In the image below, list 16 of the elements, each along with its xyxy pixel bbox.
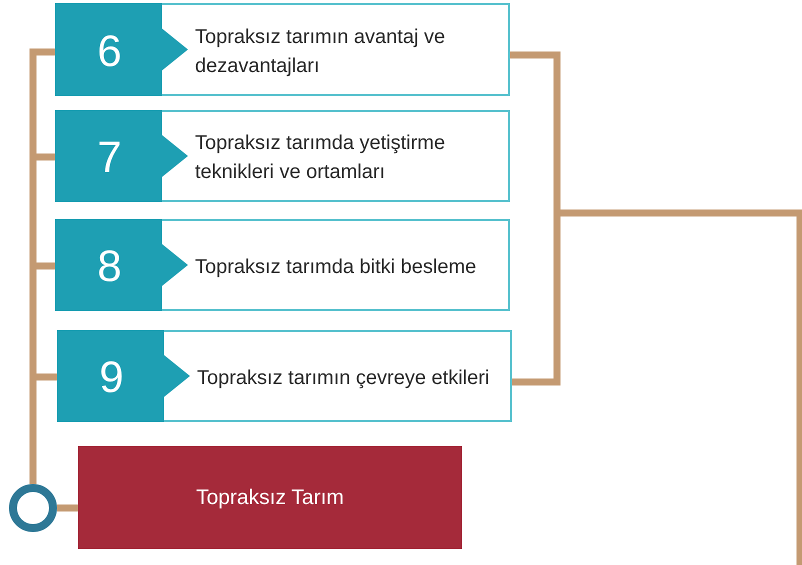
topic-box	[78, 446, 462, 549]
topic-card	[55, 110, 510, 202]
topic-text: Topraksız tarımın avantaj ve dezavantajları	[195, 24, 446, 78]
topic-text: Topraksız tarımda yetiştirme teknikleri ve ortamları	[195, 131, 446, 185]
topic-title: Topraksız Tarım	[196, 486, 344, 510]
ring-node	[9, 484, 57, 532]
connector-line	[57, 504, 78, 512]
step-number: 7	[96, 136, 123, 180]
topic-card	[55, 219, 510, 311]
step-number: 6	[96, 30, 123, 74]
step-number: 9	[98, 356, 125, 400]
topic-text: Topraksız tarımın çevreye etkileri	[197, 366, 490, 390]
topic-text: Topraksız tarımda bitki besleme	[195, 254, 478, 280]
topic-card	[57, 330, 512, 422]
topic-card	[55, 3, 510, 96]
step-number: 8	[96, 245, 123, 289]
